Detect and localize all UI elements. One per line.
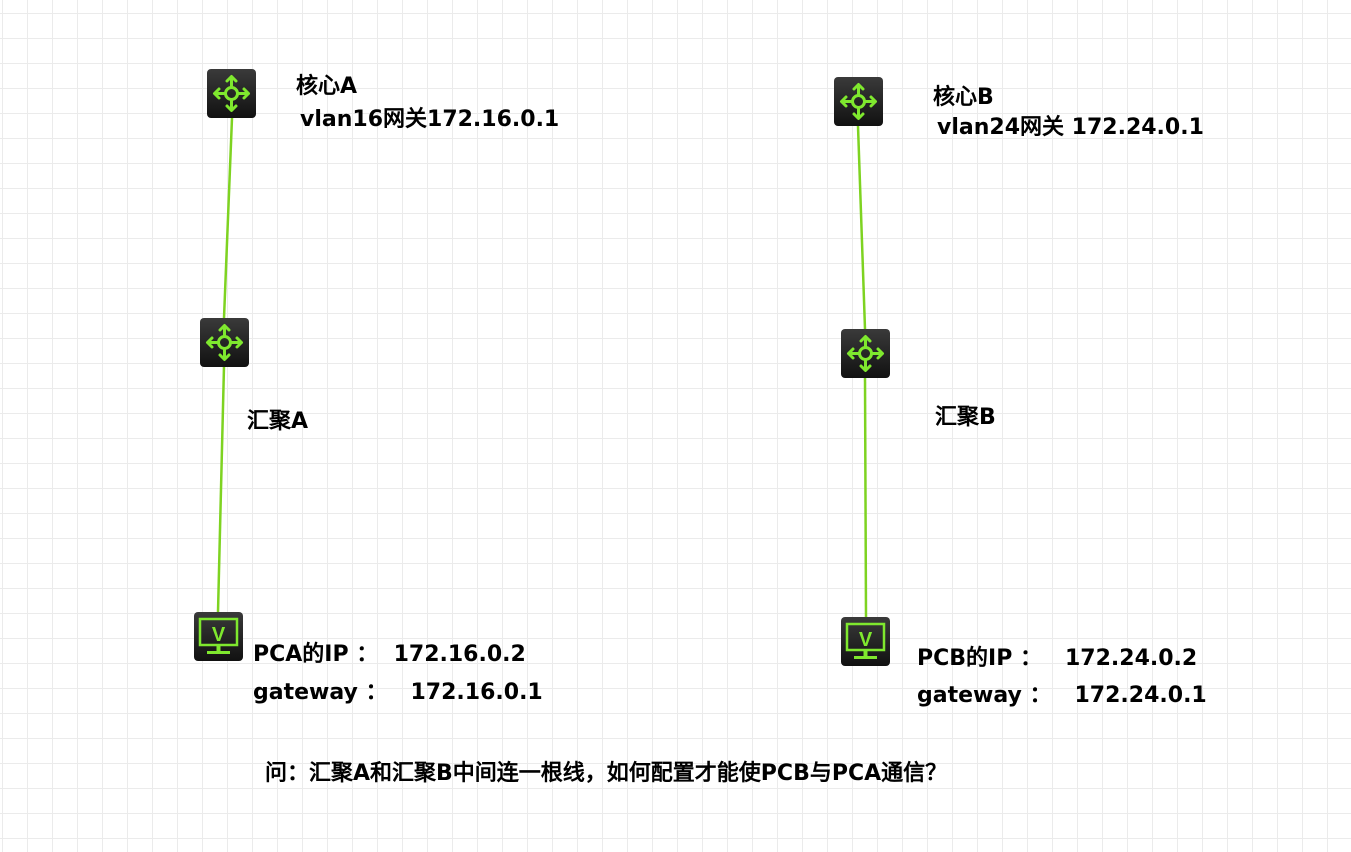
pc-b-monitor-icon[interactable]: V [841,617,890,666]
agg-a-switch-icon[interactable] [200,318,249,367]
agg-b-label: 汇聚B [935,405,996,430]
pc-b-gateway: gateway ： 172.24.0.1 [917,683,1207,708]
core-b-label: 核心B [933,85,994,110]
pc-a-gateway: gateway ： 172.16.0.1 [253,680,543,705]
core-b-switch-icon[interactable] [834,77,883,126]
svg-text:V: V [212,624,226,646]
agg-b-switch-icon[interactable] [841,329,890,378]
core-a-gateway: vlan16网关172.16.0.1 [300,107,560,132]
question-text: 问：汇聚A和汇聚B中间连一根线，如何配置才能使PCB与PCA通信？ [265,761,948,786]
pc-a-ip: PCA的IP ： 172.16.0.2 [253,642,526,667]
link-aggB-pcB [863,377,868,618]
agg-a-label: 汇聚A [247,409,309,434]
core-a-switch-icon[interactable] [207,69,256,118]
core-a-label: 核心A [296,74,358,99]
core-b-gateway: vlan24网关 172.24.0.1 [937,115,1204,140]
link-coreB-aggB [856,125,867,330]
link-coreA-aggA [222,117,234,319]
link-aggA-pcA [216,365,226,613]
pc-a-monitor-icon[interactable]: V [194,612,243,661]
pc-b-ip: PCB的IP ： 172.24.0.2 [917,646,1198,671]
svg-text:V: V [859,629,873,651]
